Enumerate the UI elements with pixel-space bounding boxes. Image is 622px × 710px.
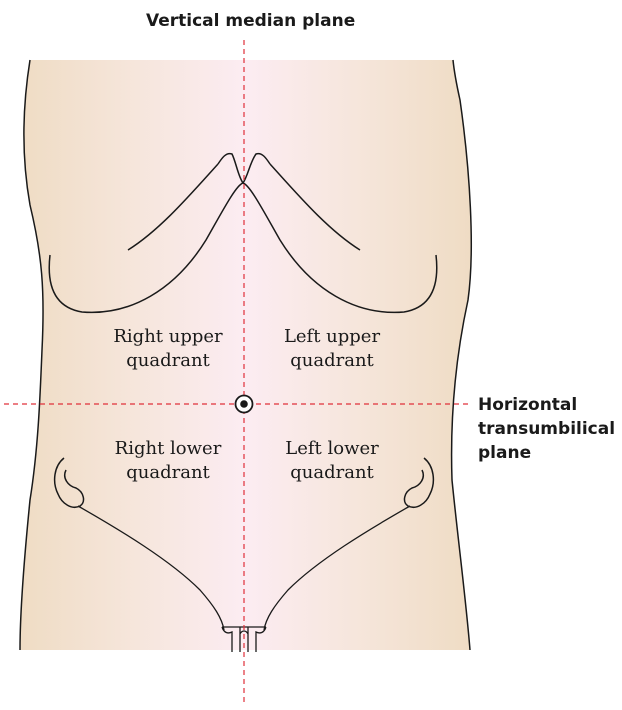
right-lower-quadrant-label: Right lower quadrant <box>93 437 243 485</box>
umbilicus-icon <box>236 396 253 413</box>
left-upper-quadrant-label: Left upper quadrant <box>257 325 407 373</box>
right-upper-quadrant-label: Right upper quadrant <box>93 325 243 373</box>
horizontal-transumbilical-plane-label: Horizontal transumbilical plane <box>478 393 615 465</box>
left-lower-quadrant-label: Left lower quadrant <box>257 437 407 485</box>
vertical-median-plane-label: Vertical median plane <box>146 9 355 33</box>
